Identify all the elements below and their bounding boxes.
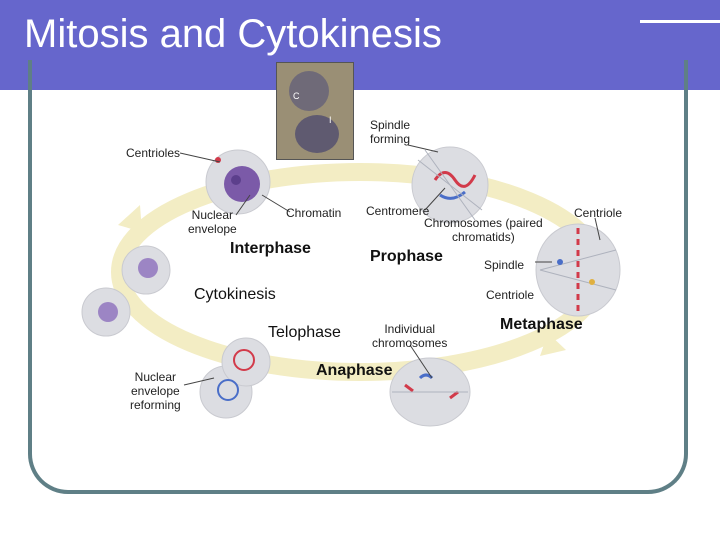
title-accent-line	[640, 20, 720, 23]
leader-line-centriole	[594, 217, 601, 241]
cycle-arrow-path	[111, 163, 609, 381]
leader-line-centrioles	[179, 152, 221, 163]
label-nuclear-envelope: Nuclear envelope	[188, 208, 237, 236]
content-frame	[28, 60, 688, 494]
interphase-nucleus	[224, 166, 260, 202]
leader-line-individual-chromosomes	[409, 344, 433, 379]
leader-line-nuclear-envelope-reforming	[183, 377, 215, 386]
micrograph-letter: I	[329, 115, 332, 125]
label-spindle: Spindle	[484, 258, 525, 272]
label-centromere: Centromere	[366, 204, 430, 218]
label-centrioles: Centrioles	[126, 146, 181, 160]
label-centriole-lower: Centriole	[486, 288, 535, 302]
prophase-chromosome-red	[433, 171, 477, 188]
cycle-arrowhead-left	[118, 205, 142, 232]
telophase-nucleus	[217, 379, 239, 401]
prophase-spindle-line	[424, 149, 476, 221]
prophase-chromosome-blue	[439, 190, 466, 200]
nucleolus	[231, 175, 241, 185]
label-chromosomes-paired: Chromosomes (paired chromatids)	[424, 216, 543, 244]
anaphase-chromosome-red	[404, 383, 414, 393]
leader-line-centromere	[424, 187, 446, 211]
cytokinesis-nucleus	[98, 302, 118, 322]
telophase-nucleus	[233, 349, 255, 371]
micrograph-cell	[289, 71, 329, 111]
micrograph-cell	[295, 115, 339, 153]
leader-line-spindle-forming	[407, 144, 439, 153]
leader-line-chromatin	[261, 194, 291, 213]
label-chromatin: Chromatin	[286, 206, 342, 220]
phase-interphase: Interphase	[230, 240, 311, 257]
leader-line-nuclear-envelope	[235, 194, 251, 216]
metaphase-chromosome	[557, 259, 563, 265]
phase-telophase: Telophase	[268, 324, 341, 341]
label-individual-chromosomes: Individual chromosomes	[372, 322, 448, 350]
anaphase-chromosome-red	[449, 390, 459, 400]
metaphase-spindle-line	[539, 269, 617, 291]
phase-metaphase: Metaphase	[500, 316, 583, 333]
micrograph-image: C I	[276, 62, 354, 160]
title-bar	[0, 0, 720, 90]
label-centriole-right: Centriole	[574, 206, 623, 220]
phase-prophase: Prophase	[370, 248, 443, 265]
centriole-dot	[215, 157, 221, 163]
metaphase-chromosome	[589, 279, 595, 285]
phase-anaphase: Anaphase	[316, 362, 393, 379]
telophase-cell-right	[221, 337, 271, 387]
phase-cytokinesis: Cytokinesis	[194, 286, 276, 303]
metaphase-spindle-line	[539, 249, 617, 271]
cycle-arrowhead-right	[540, 333, 566, 356]
micrograph-letter: C	[293, 91, 300, 101]
cytokinesis-nucleus	[138, 258, 158, 278]
label-nuclear-envelope-reforming: Nuclear envelope reforming	[130, 370, 181, 412]
slide-title: Mitosis and Cytokinesis	[24, 12, 442, 56]
metaphase-cell	[535, 223, 621, 317]
label-spindle-forming: Spindle forming	[370, 118, 411, 146]
